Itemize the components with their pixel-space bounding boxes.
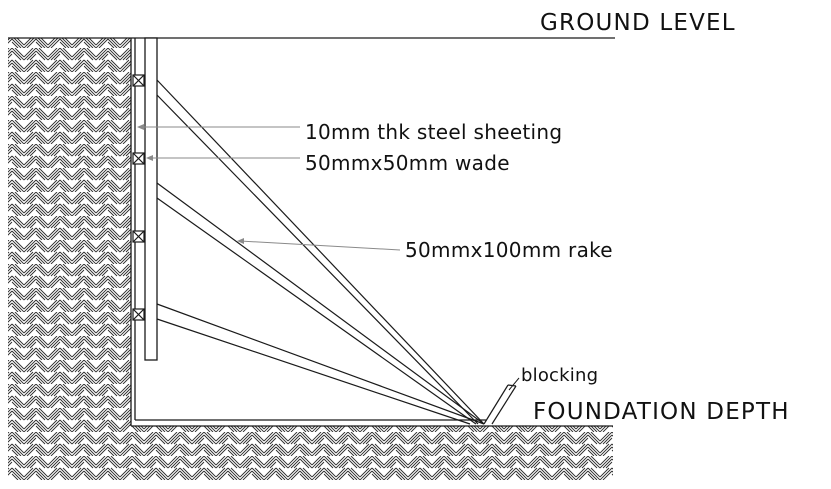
excavation-outline bbox=[8, 37, 615, 427]
blocking-label: blocking bbox=[521, 365, 598, 386]
foundation-depth-label: FOUNDATION DEPTH bbox=[533, 399, 790, 425]
leader-blocking bbox=[508, 377, 520, 391]
leader-arrow-steel bbox=[137, 124, 144, 130]
leader-lines bbox=[137, 124, 520, 391]
leader-arrow-rake bbox=[237, 238, 244, 244]
soil-wall-left bbox=[8, 38, 131, 426]
soil-base bbox=[8, 426, 613, 480]
wade-1 bbox=[132, 74, 145, 87]
leader-rake bbox=[239, 240, 401, 251]
blocking-wedge bbox=[483, 384, 517, 425]
rake-2 bbox=[156, 182, 485, 425]
wade-4 bbox=[132, 308, 145, 321]
steel-sheeting bbox=[144, 37, 158, 361]
wade-2 bbox=[132, 152, 145, 165]
ground-level-label: GROUND LEVEL bbox=[540, 10, 736, 36]
rake-3 bbox=[156, 303, 485, 425]
wades bbox=[132, 74, 145, 321]
wade-3 bbox=[132, 230, 145, 243]
leader-arrow-wade bbox=[146, 155, 153, 161]
soil-hatch bbox=[8, 38, 613, 480]
rakes bbox=[156, 79, 485, 425]
steel-sheeting-label: 10mm thk steel sheeting bbox=[305, 120, 562, 144]
rake-1 bbox=[156, 79, 485, 425]
rake-label: 50mmx100mm rake bbox=[405, 238, 613, 262]
wade-label: 50mmx50mm wade bbox=[305, 151, 510, 175]
